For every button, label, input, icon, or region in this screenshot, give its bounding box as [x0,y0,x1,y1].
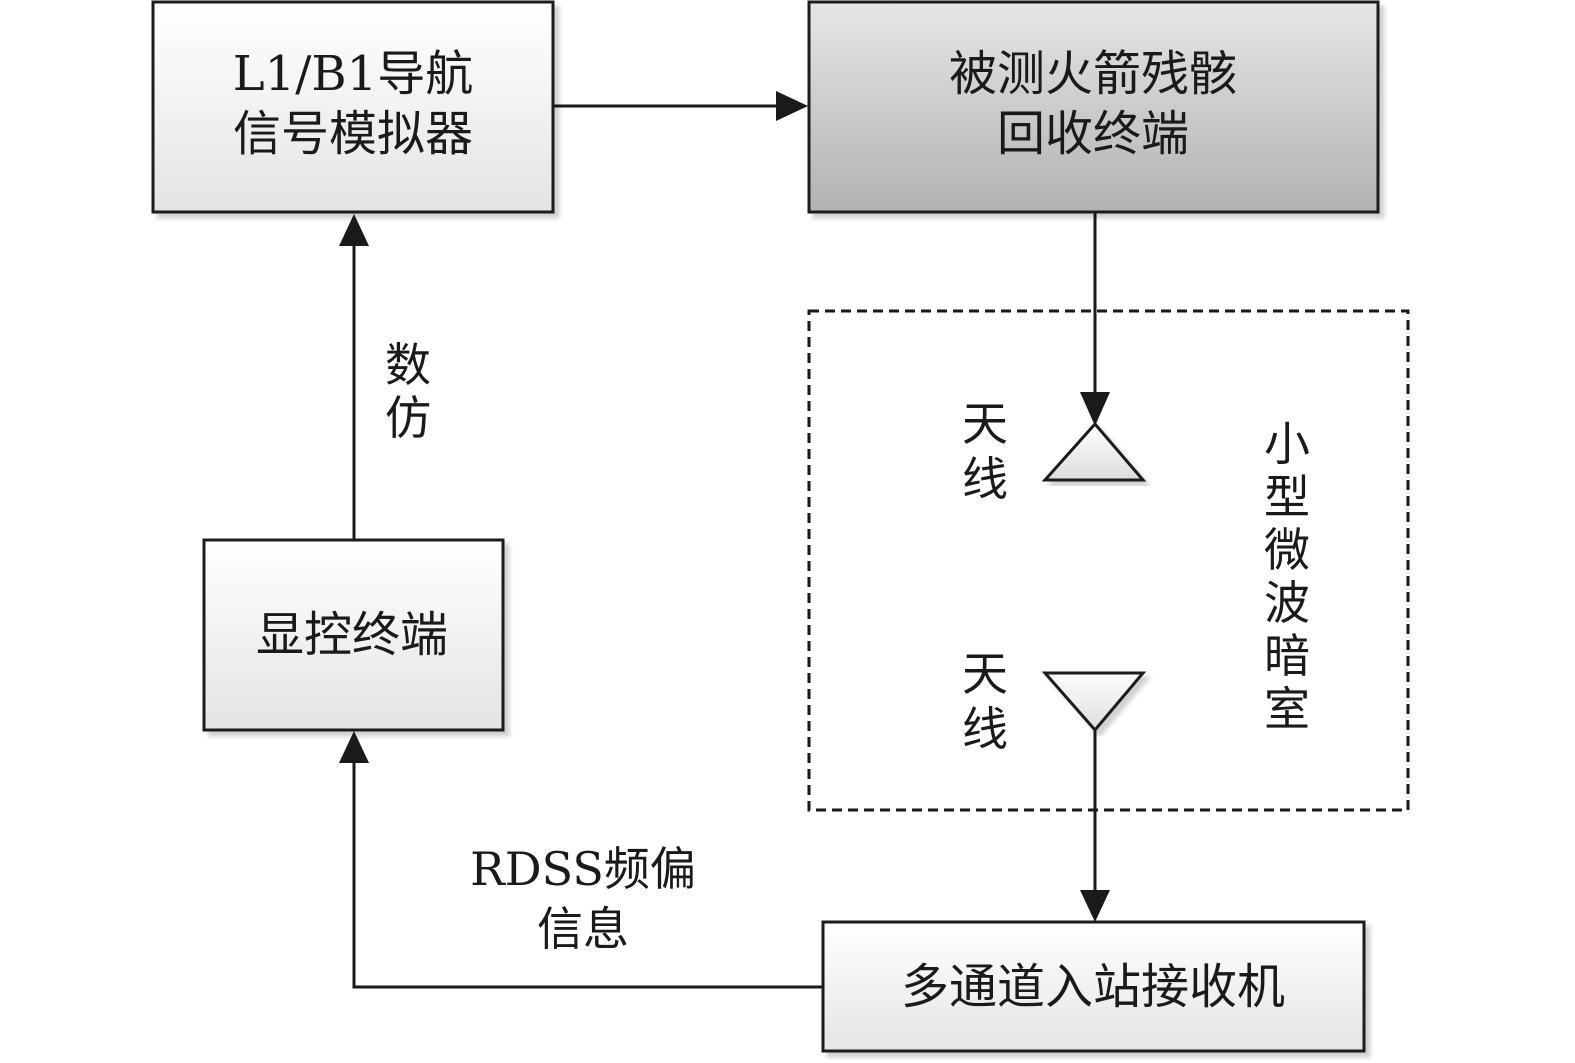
arrowhead-simulator [339,214,369,246]
anechoic-chamber-boundary [807,309,1410,812]
bottom-antenna-label-char1: 天 [962,647,1008,701]
arrowhead-top-antenna [1080,392,1110,426]
chamber-char: 暗 [1264,629,1310,683]
receiver-node: 多通道入站接收机 [821,920,1366,1053]
bottom-antenna-label-char2: 线 [962,702,1008,756]
top-antenna-label-char1: 天 [962,397,1008,451]
arrowhead-display-terminal [339,731,369,763]
chamber-char: 型 [1264,470,1310,524]
top-antenna-label-char2: 线 [962,452,1008,506]
chamber-char: 波 [1264,576,1310,630]
digital-sim-char1: 数 [385,338,431,392]
arrowhead-rocket-terminal [776,91,808,121]
simulator-label-line2: 信号模拟器 [233,106,473,162]
top-antenna: 天 线 [962,397,1147,506]
antenna-icon [1041,671,1147,733]
rocket-terminal-label-line1: 被测火箭残骸 [949,46,1237,102]
antenna-icon [1041,421,1147,482]
rocket-terminal-label-line2: 回收终端 [997,106,1189,162]
chamber-char: 微 [1264,523,1310,577]
digital-sim-char2: 仿 [385,391,431,445]
bottom-antenna: 天 线 [962,647,1147,756]
display-terminal-node: 显控终端 [202,538,505,732]
rdss-label-line1: RDSS频偏 [470,842,696,896]
rdss-edge-label: RDSS频偏 信息 [470,842,696,956]
arrow-receiver-to-display-terminal [352,760,823,989]
chamber-char: 小 [1264,417,1310,471]
simulator-label-line1: L1/B1导航 [233,46,473,102]
receiver-label: 多通道入站接收机 [901,959,1285,1015]
rocket-terminal-node: 被测火箭残骸 回收终端 [807,0,1380,214]
display-terminal-label: 显控终端 [256,607,448,663]
digital-sim-edge-label: 数 仿 [385,338,431,445]
arrowhead-receiver [1080,890,1110,922]
chamber-char: 室 [1264,682,1310,736]
anechoic-chamber-label: 小 型 微 波 暗 室 [1264,417,1310,736]
simulator-node: L1/B1导航 信号模拟器 [151,0,555,214]
rdss-label-line2: 信息 [537,902,629,956]
